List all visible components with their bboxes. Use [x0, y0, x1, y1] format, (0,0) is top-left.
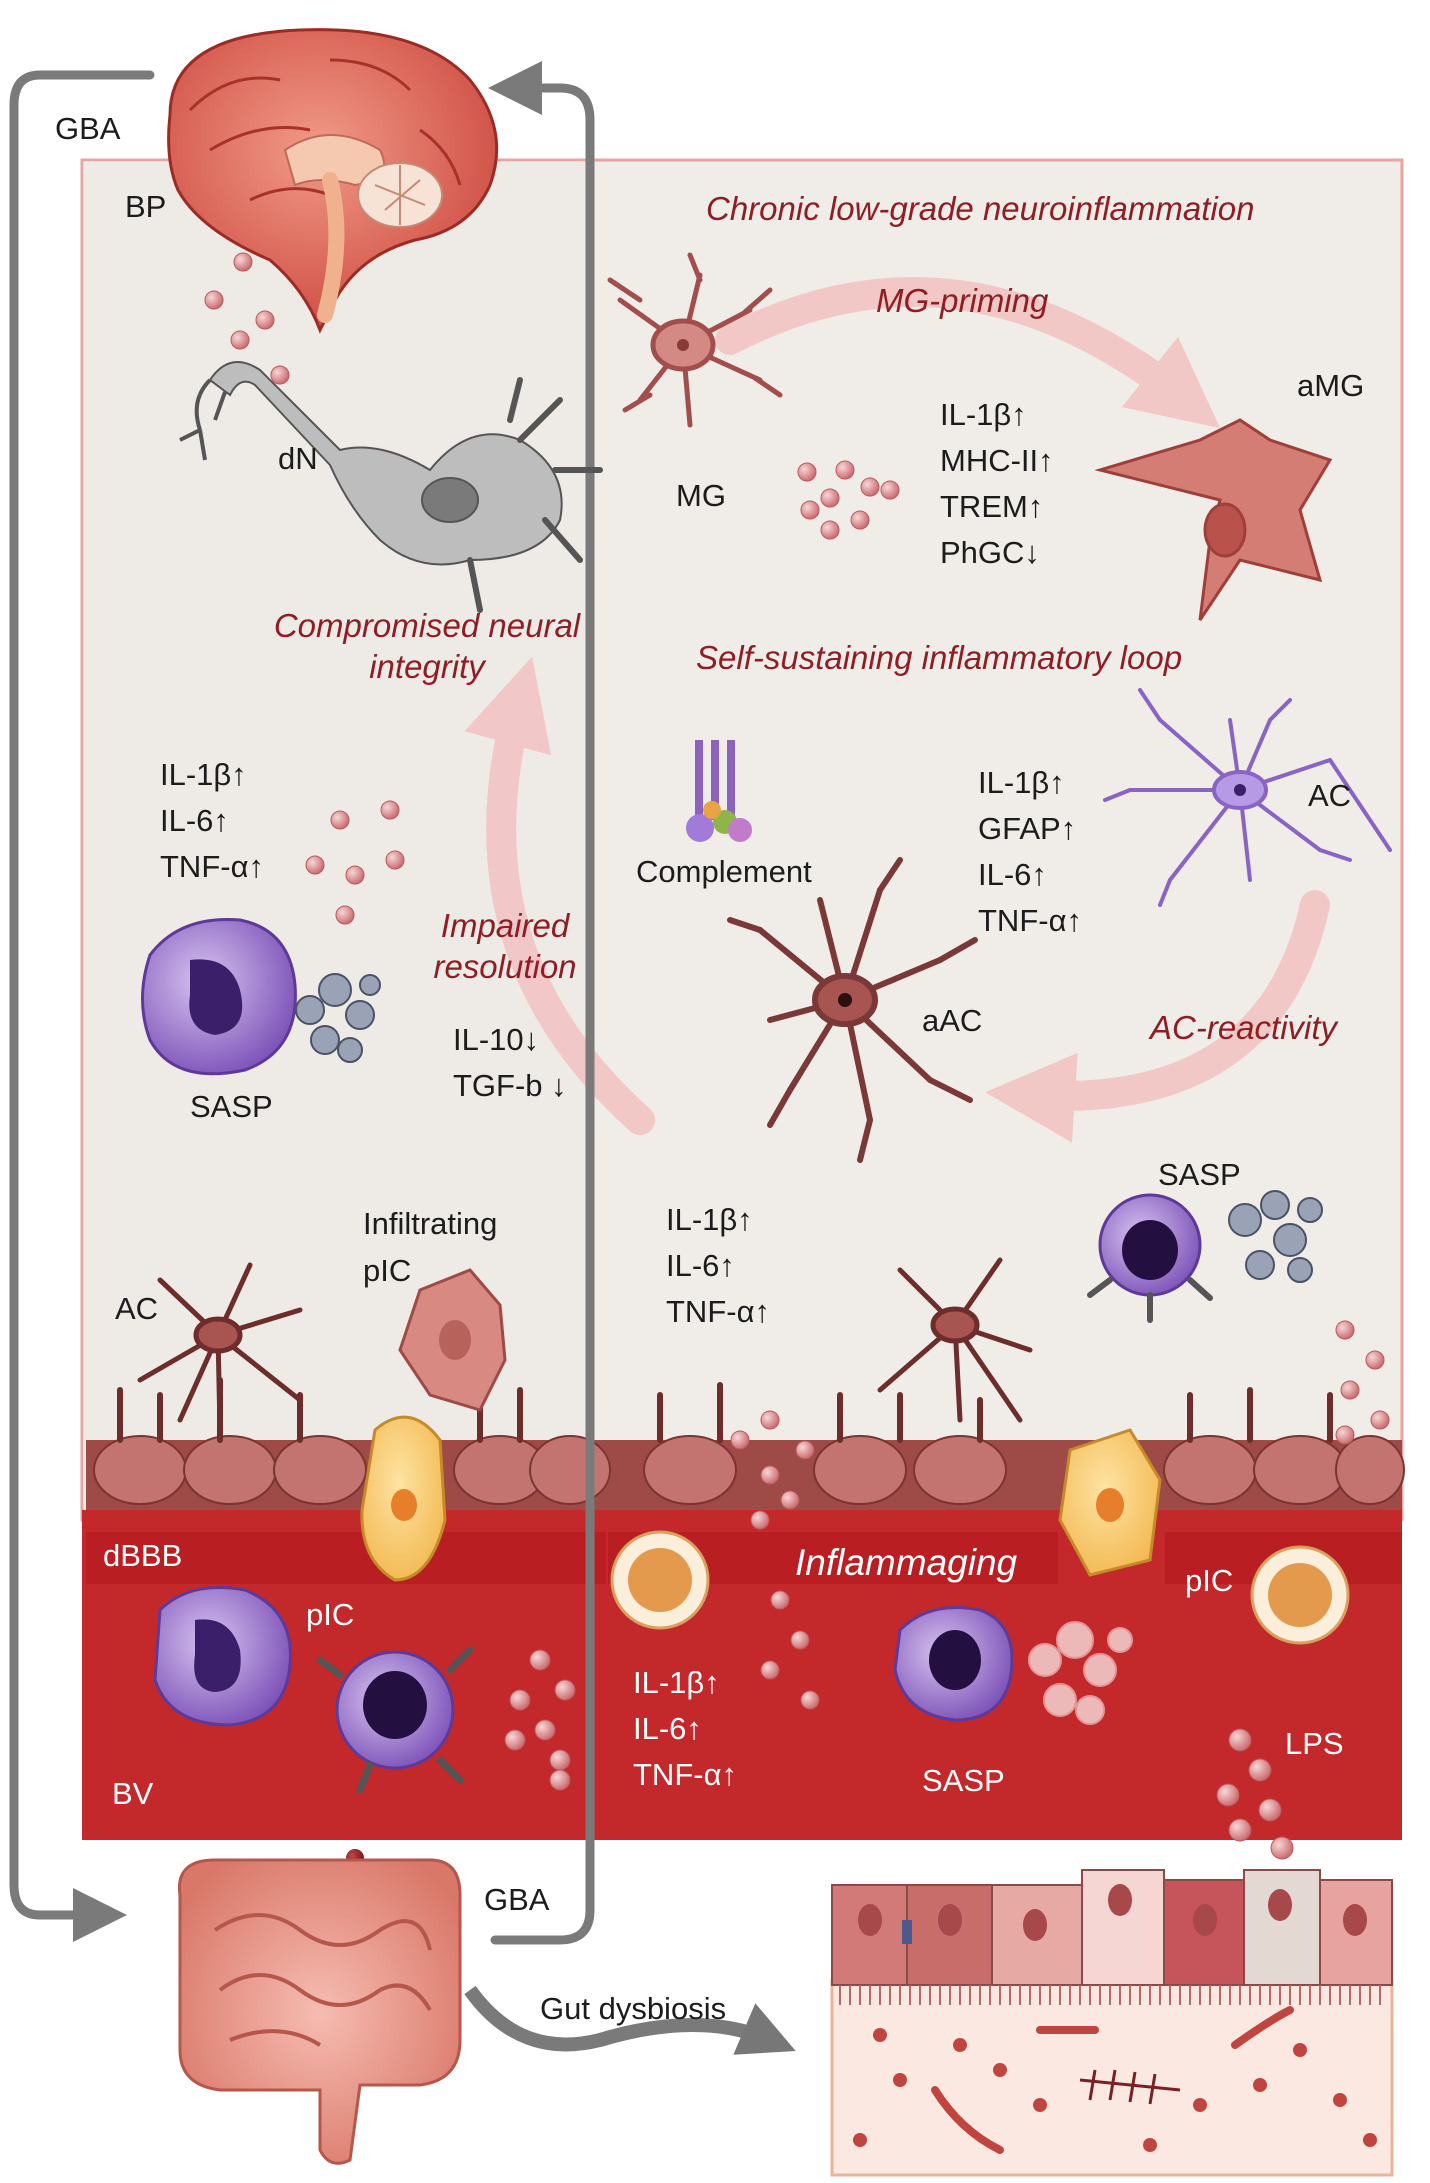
mg-marker: IL-1β↑ — [940, 397, 1027, 432]
ac-markers: IL-1β↑ GFAP↑ IL-6↑ TNF-α↑ — [978, 760, 1082, 944]
dn-label: dN — [278, 441, 318, 476]
resolution-marker: TGF-b ↓ — [453, 1068, 567, 1103]
dbbb-label: dBBB — [103, 1538, 183, 1573]
dbbb-band — [86, 1532, 606, 1584]
astrocyte-ac — [1103, 688, 1392, 907]
senescent-cell-left — [141, 917, 381, 1076]
complement-label: Complement — [636, 854, 812, 889]
bv-cytokine-markers: IL-1β↑ IL-6↑ TNF-α↑ — [633, 1660, 737, 1798]
compromised-line-2: integrity — [369, 648, 485, 686]
aac-label: aAC — [922, 1003, 983, 1038]
transmigrating-cells — [360, 1415, 1162, 1582]
mg-label: MG — [676, 478, 726, 513]
microglia-amg — [1094, 418, 1333, 621]
gut-dysbiosis-arrow — [464, 1985, 796, 2055]
brain-illustration — [167, 28, 499, 334]
microglia-mg — [607, 252, 783, 428]
mg-marker: TREM↑ — [940, 489, 1044, 524]
compromised-line-1: Compromised neural — [273, 607, 581, 644]
chronic-neuroinflammation-title: Chronic low-grade neuroinflammation — [706, 190, 1255, 227]
gut-illustration — [177, 1858, 462, 2165]
left-marker: IL-6↑ — [160, 803, 229, 838]
pic-bv-left-label: pIC — [306, 1597, 355, 1632]
astrocyte-aac — [727, 857, 978, 1163]
ac-label-right: AC — [1308, 778, 1352, 813]
left-marker: TNF-α↑ — [160, 849, 265, 884]
bv-label: BV — [112, 1776, 154, 1811]
mg-marker: PhGC↓ — [940, 535, 1040, 570]
impaired-resolution-label: Impaired resolution — [420, 905, 590, 988]
ac-reactivity-label: AC-reactivity — [1150, 1009, 1338, 1046]
bv-immune-cells — [153, 1530, 1350, 1794]
mid-marker: IL-1β↑ — [666, 1202, 753, 1237]
left-marker: IL-1β↑ — [160, 757, 247, 792]
bv-marker: IL-6↑ — [633, 1711, 702, 1746]
intestinal-epithelium-inset — [830, 1869, 1394, 2177]
ac-marker: TNF-α↑ — [978, 903, 1083, 938]
mid-marker: IL-6↑ — [666, 1248, 735, 1283]
resolution-markers: IL-10↓ TGF-b ↓ — [453, 1017, 567, 1109]
neuron-dn — [179, 361, 603, 613]
sasp-label-right: SASP — [1158, 1157, 1241, 1192]
compromised-integrity-label: Compromised neural integrity — [272, 605, 582, 688]
ac-label-left: AC — [115, 1291, 159, 1326]
mg-marker: MHC-II↑ — [940, 443, 1054, 478]
gba-label-bottom: GBA — [484, 1882, 550, 1917]
left-cytokine-markers: IL-1β↑ IL-6↑ TNF-α↑ — [160, 752, 264, 890]
complement-protein — [686, 740, 752, 842]
gut-dysbiosis-label: Gut dysbiosis — [540, 1991, 727, 2026]
ac-marker: GFAP↑ — [978, 811, 1077, 846]
sasp-label-left: SASP — [190, 1089, 273, 1124]
inflammaging-label: Inflammaging — [795, 1542, 1018, 1583]
astrocyte-barrier-left — [137, 1262, 303, 1433]
bp-label: BP — [125, 189, 167, 224]
gba-label-top: GBA — [55, 111, 121, 146]
pic-bv-right-label: pIC — [1185, 1563, 1234, 1598]
astrocyte-barrier-mid — [877, 1257, 1033, 1423]
senescent-cell-right — [1087, 1190, 1323, 1323]
barrier-endfeet — [86, 1377, 1405, 1510]
lps-label: LPS — [1285, 1726, 1344, 1761]
amg-label: aMG — [1297, 368, 1365, 403]
mid-marker: TNF-α↑ — [666, 1294, 771, 1329]
resolution-marker: IL-10↓ — [453, 1022, 540, 1057]
mg-priming-label: MG-priming — [876, 282, 1049, 319]
ac-marker: IL-1β↑ — [978, 765, 1065, 800]
cytokine-dots — [204, 252, 1390, 1860]
impaired-line-1: Impaired — [440, 907, 570, 944]
mid-cytokine-markers: IL-1β↑ IL-6↑ TNF-α↑ — [666, 1197, 770, 1335]
impaired-line-2: resolution — [433, 948, 577, 986]
gba-arrows — [9, 61, 595, 1945]
pic-infiltrating-label: pIC — [363, 1253, 412, 1288]
bv-marker: IL-1β↑ — [633, 1665, 720, 1700]
infiltrating-label: Infiltrating — [363, 1206, 498, 1241]
infiltrating-pic-cell — [398, 1268, 507, 1412]
sasp-bv-label: SASP — [922, 1763, 1005, 1798]
bv-marker: TNF-α↑ — [633, 1757, 738, 1792]
ac-marker: IL-6↑ — [978, 857, 1047, 892]
mg-markers: IL-1β↑ MHC-II↑ TREM↑ PhGC↓ — [940, 392, 1054, 576]
self-sustaining-loop-label: Self-sustaining inflammatory loop — [696, 639, 1183, 676]
